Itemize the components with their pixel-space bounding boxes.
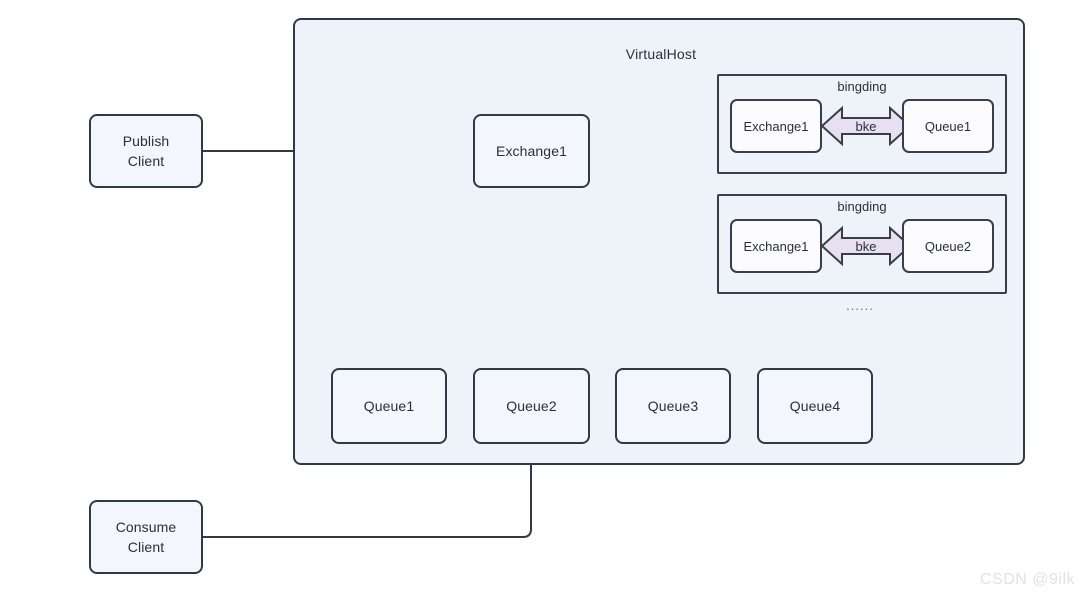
virtualhost-title: VirtualHost [625,46,697,62]
binding-1-arrow-label: bke [855,118,877,134]
binding-1-source-node[interactable]: Exchange1 [730,99,822,153]
queue3-node[interactable]: Queue3 [615,368,731,444]
queue4-node[interactable]: Queue4 [757,368,873,444]
publish-client-node[interactable]: Publish Client [89,114,203,188]
binding-2-source-node[interactable]: Exchange1 [730,219,822,273]
csdn-watermark: CSDN @9ilk [979,571,1075,588]
queue1-label: Queue1 [363,397,415,414]
consume-client-label: Consume Client [115,518,177,555]
binding-group-1: bingding Exchange1 bke Queue1 [717,74,1007,174]
binding-group-2: bingding Exchange1 bke Queue2 [717,194,1007,294]
binding-1-source-label: Exchange1 [743,118,809,134]
binding-2-target-label: Queue2 [924,238,972,254]
queue2-label: Queue2 [506,397,557,414]
queue4-label: Queue4 [789,397,841,414]
queue1-node[interactable]: Queue1 [331,368,447,444]
queue2-node[interactable]: Queue2 [473,368,590,444]
queue3-label: Queue3 [647,397,699,414]
binding-1-target-node[interactable]: Queue1 [902,99,994,153]
exchange1-node[interactable]: Exchange1 [473,114,590,188]
edge-consume-to-queue2 [203,452,535,538]
binding-2-arrow-label: bke [855,238,877,254]
binding-2-title: bingding [837,199,887,214]
binding-2-target-node[interactable]: Queue2 [902,219,994,273]
binding-2-arrow: bke [820,218,912,274]
binding-1-title: bingding [837,79,887,94]
consume-client-node[interactable]: Consume Client [89,500,203,574]
binding-1-arrow: bke [820,98,912,154]
binding-ellipsis: ...... [846,298,874,313]
binding-2-source-label: Exchange1 [743,238,809,254]
binding-1-target-label: Queue1 [924,118,972,134]
exchange1-label: Exchange1 [496,142,567,159]
publish-client-label: Publish Client [122,132,170,169]
